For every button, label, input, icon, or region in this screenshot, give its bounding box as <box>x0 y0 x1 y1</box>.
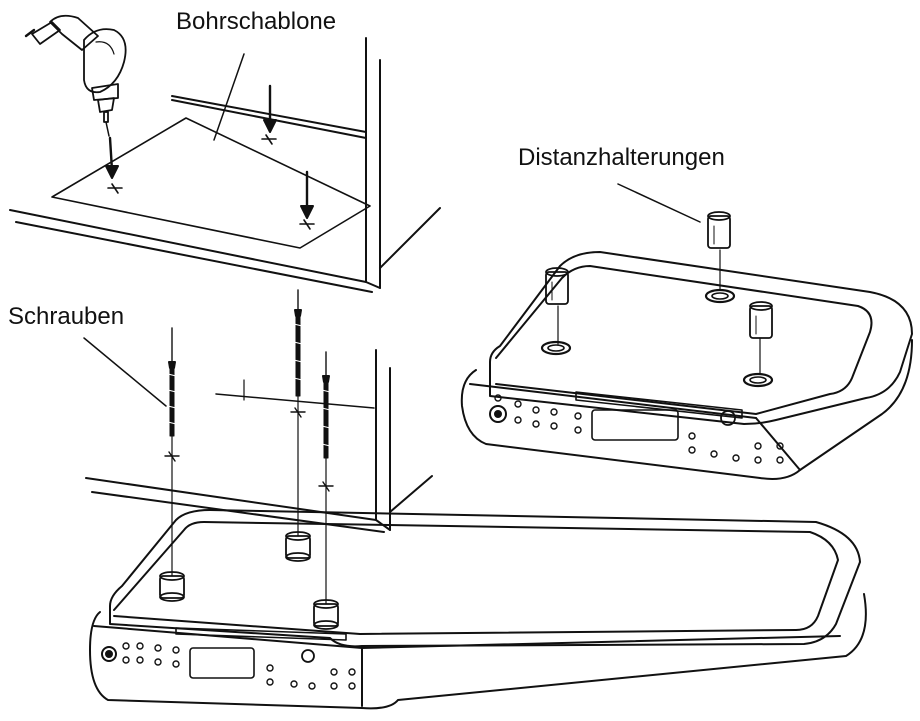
radio-unit-bottom <box>89 509 867 710</box>
cabinet-top-panel <box>9 37 441 293</box>
drill-mark <box>261 134 277 145</box>
screws-leader <box>83 337 167 407</box>
drill-mark <box>107 183 123 194</box>
drill-arrow <box>300 170 314 219</box>
screw <box>164 327 180 577</box>
cabinet-lower-panel <box>85 349 433 533</box>
spacer <box>704 211 736 304</box>
spacer <box>742 301 774 388</box>
screw <box>290 289 306 537</box>
power-drill-icon <box>24 14 127 137</box>
drill-arrow <box>263 84 277 133</box>
drilling-template-label: Bohrschablone <box>176 8 337 35</box>
spacer <box>540 267 572 356</box>
drill-mark <box>299 219 315 230</box>
spacers-leader <box>617 183 701 223</box>
screws-label: Schrauben <box>8 303 125 330</box>
spacers-label: Distanzhalterungen <box>518 144 725 171</box>
spacer <box>313 599 339 630</box>
screw <box>318 351 334 605</box>
spacer <box>285 531 311 562</box>
spacer <box>159 571 185 602</box>
drill-arrow <box>105 136 119 179</box>
drilling-template-sheet <box>51 117 371 249</box>
radio-unit-right <box>460 251 913 480</box>
drilling-template-leader <box>213 53 245 141</box>
